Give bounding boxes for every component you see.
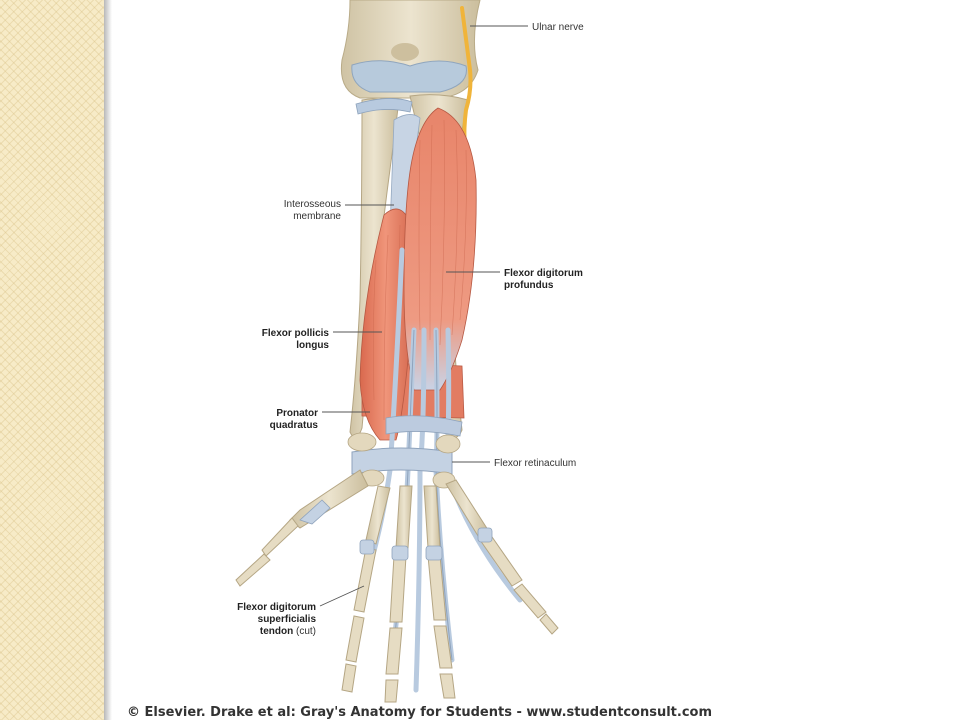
index-finger-bones (341, 485, 391, 693)
proximal-ligament (355, 98, 413, 115)
label-fds-cut: (cut) (293, 626, 316, 637)
label-fdp-line2: profundus (504, 280, 554, 291)
ring-finger-bones (423, 485, 456, 699)
carpal-bones (347, 432, 461, 489)
label-fds-tendon: tendon (260, 626, 293, 637)
label-fds-line2: superficialis (258, 614, 317, 625)
little-finger-bones (445, 479, 559, 635)
label-interosseous-line2: membrane (293, 211, 341, 222)
flexor-digitorum-profundus-muscle (403, 107, 477, 391)
label-interosseous-line1: Interosseous (284, 199, 341, 210)
decorative-sidebar (0, 0, 104, 720)
label-fpl-line2: longus (296, 340, 329, 351)
copyright-credit: © Elsevier. Drake et al: Gray's Anatomy … (127, 705, 713, 720)
label-fds-line3: tendon (cut) (260, 626, 316, 637)
sidebar-shadow (104, 0, 112, 720)
label-fds-line1: Flexor digitorum (237, 602, 316, 613)
muscle-fibers (373, 119, 467, 421)
thumb-bones (235, 469, 369, 587)
label-fpl-line1: Flexor pollicis (262, 328, 330, 339)
leader-lines (319, 25, 528, 607)
label-pq-line1: Pronator (276, 408, 318, 419)
humerus-bone (340, 0, 481, 99)
middle-finger-bones (384, 485, 413, 703)
label-ulnar-nerve: Ulnar nerve (532, 22, 584, 33)
flexor-retinaculum-band (351, 447, 453, 475)
distal-forearm-ligament (385, 415, 463, 437)
label-fdp-line1: Flexor digitorum (504, 268, 583, 279)
label-flexor-retinaculum: Flexor retinaculum (494, 458, 576, 469)
label-pq-line2: quadratus (270, 420, 319, 431)
